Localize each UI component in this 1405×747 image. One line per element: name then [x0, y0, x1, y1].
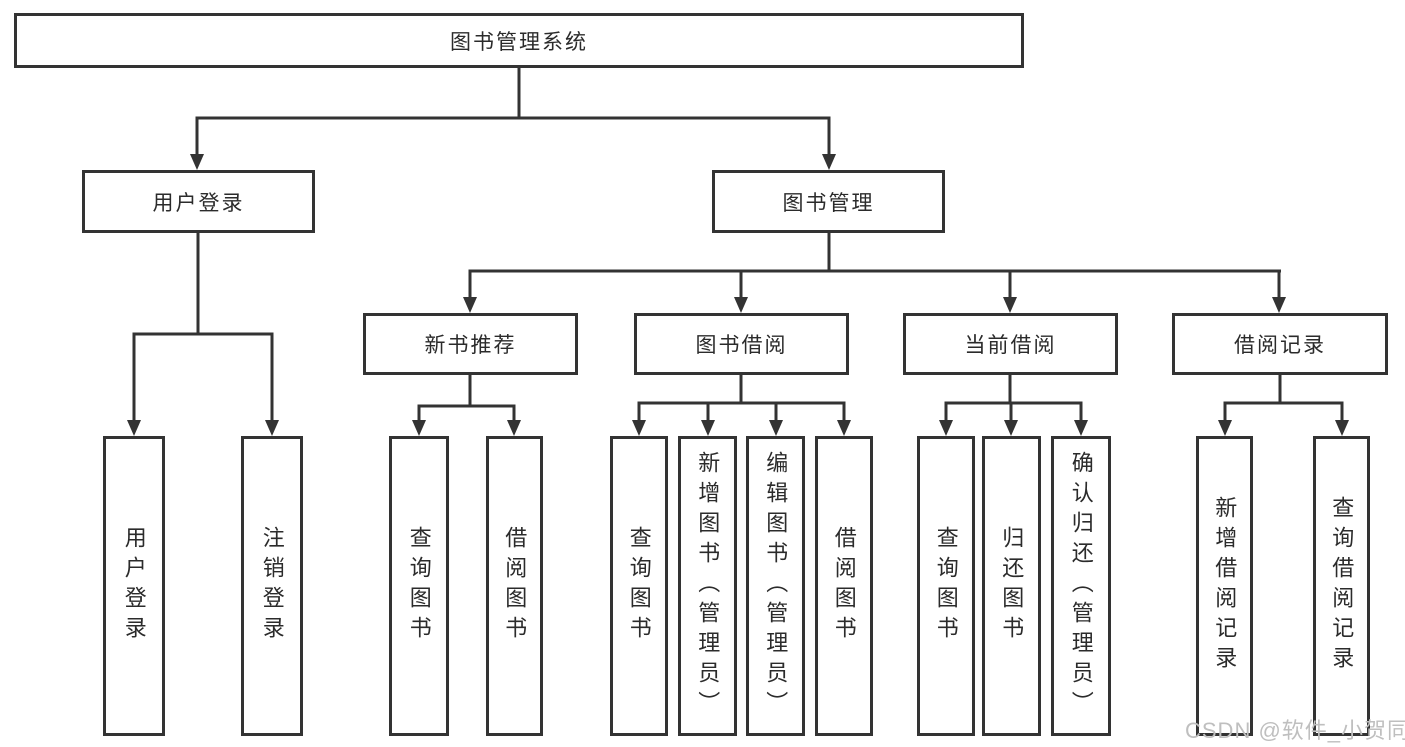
leaf-new-books-query-book: 查询图书	[389, 436, 449, 736]
leaf-borrowing-add-book-admin: 新增图书（管理员）	[678, 436, 737, 736]
leaf-logout: 注销登录	[241, 436, 303, 736]
leaf-borrowing-borrow-book: 借阅图书	[815, 436, 873, 736]
connector-book-mgmt-sections	[463, 233, 1286, 313]
leaf-new-books-borrow-book: 借阅图书	[486, 436, 543, 736]
leaf-borrowing-edit-book-admin: 编辑图书（管理员）	[746, 436, 805, 736]
leaf-user-login: 用户登录	[103, 436, 165, 736]
leaf-current-confirm-return-admin: 确认归还（管理员）	[1051, 436, 1111, 736]
connector-root-to-level2	[190, 68, 836, 170]
leaf-current-return-book: 归还图书	[982, 436, 1041, 736]
leaf-current-query-book: 查询图书	[917, 436, 975, 736]
leaf-records-query-record: 查询借阅记录	[1313, 436, 1370, 736]
connector-current-borrow-children	[939, 375, 1088, 436]
connector-records-children	[1218, 375, 1349, 436]
node-current-borrow: 当前借阅	[903, 313, 1118, 375]
node-new-book-recommend: 新书推荐	[363, 313, 578, 375]
node-book-borrowing: 图书借阅	[634, 313, 849, 375]
node-borrow-records: 借阅记录	[1172, 313, 1388, 375]
node-user-login: 用户登录	[82, 170, 315, 233]
connector-new-books-children	[412, 375, 521, 436]
connector-user-login-children	[127, 233, 279, 436]
csdn-watermark: CSDN @软件_小贺同学	[1185, 718, 1405, 743]
leaf-records-add-record: 新增借阅记录	[1196, 436, 1253, 736]
leaf-borrowing-query-book: 查询图书	[610, 436, 668, 736]
node-system-root: 图书管理系统	[14, 13, 1024, 68]
connector-borrowing-children	[632, 375, 851, 436]
node-book-management: 图书管理	[712, 170, 945, 233]
